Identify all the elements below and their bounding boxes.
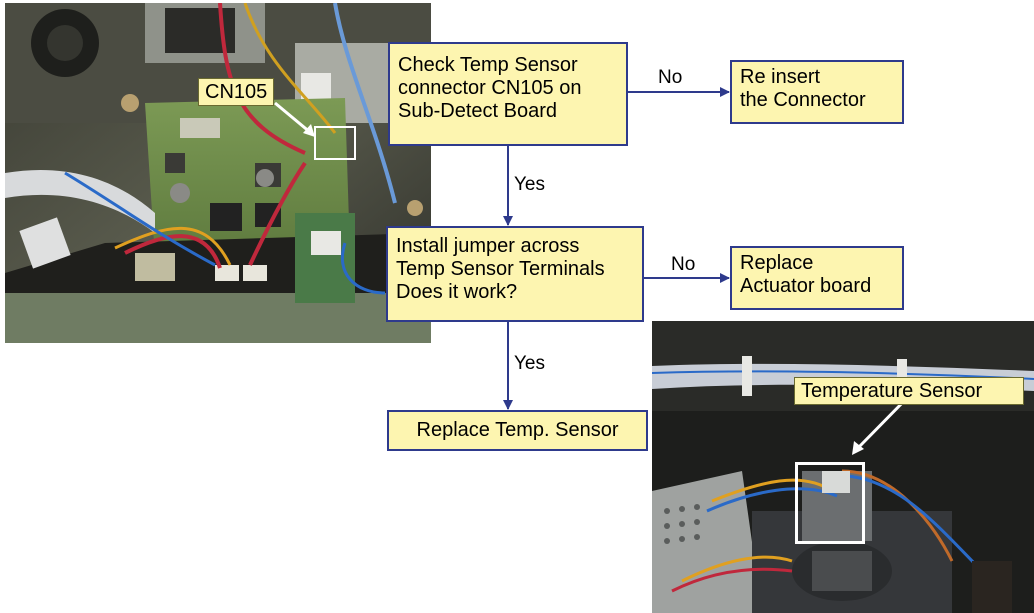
sensor-photo-illustration xyxy=(652,321,1034,613)
cn105-pointer-arrow xyxy=(274,101,315,137)
replace-actuator-line-1: Replace xyxy=(740,252,814,274)
edge-yes-2-label: Yes xyxy=(514,353,545,374)
cn105-callout: CN105 xyxy=(198,78,275,106)
check-connector-line-2: connector CN105 on xyxy=(398,77,582,99)
install-jumper-line-1: Install jumper across xyxy=(396,235,580,257)
check-connector-line-1: Check Temp Sensor xyxy=(398,54,578,76)
sensor-callout: Temperature Sensor xyxy=(794,377,1024,405)
sensor-photo: Temperature Sensor xyxy=(652,321,1034,613)
reinsert-line-1: Re insert xyxy=(740,66,821,88)
install-jumper-box: Install jumper across Temp Sensor Termin… xyxy=(386,226,644,322)
install-jumper-line-3: Does it work? xyxy=(396,281,518,303)
sensor-pointer-arrow xyxy=(852,391,914,455)
reinsert-connector-box: Re insert the Connector xyxy=(730,60,904,124)
install-jumper-line-2: Temp Sensor Terminals xyxy=(396,258,605,280)
reinsert-line-2: the Connector xyxy=(740,89,866,111)
check-connector-line-3: Sub-Detect Board xyxy=(398,100,557,122)
replace-sensor-box: Replace Temp. Sensor xyxy=(387,410,648,451)
edge-no-1-label: No xyxy=(658,67,683,88)
replace-sensor-label: Replace Temp. Sensor xyxy=(416,419,619,441)
replace-actuator-box: Replace Actuator board xyxy=(730,246,904,310)
sensor-highlight xyxy=(795,462,865,544)
replace-actuator-line-2: Actuator board xyxy=(740,275,872,297)
check-connector-box: Check Temp Sensor connector CN105 on Sub… xyxy=(388,42,628,146)
board-photo-illustration xyxy=(5,3,431,343)
edge-yes-1-label: Yes xyxy=(514,174,545,195)
edge-no-2-label: No xyxy=(671,254,696,275)
board-photo: CN105 xyxy=(5,3,431,343)
cn105-highlight xyxy=(314,126,356,160)
